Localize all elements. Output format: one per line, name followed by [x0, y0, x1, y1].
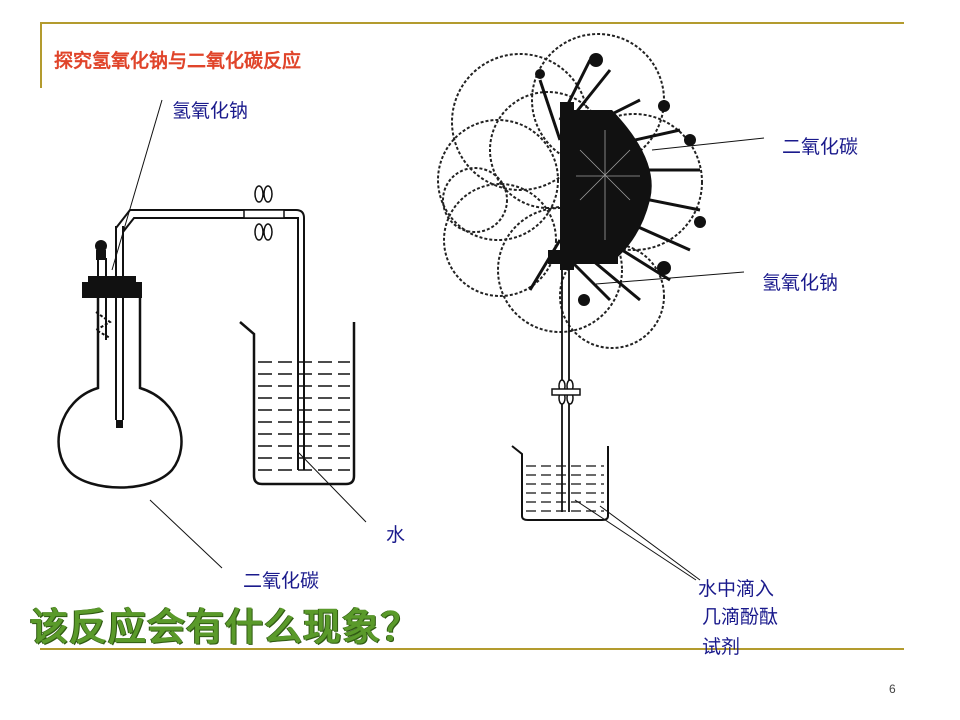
label-naoh-right: 氢氧化钠 — [762, 272, 839, 294]
label-co2-left: 二氧化碳 — [243, 570, 320, 592]
top-rule — [40, 22, 904, 24]
right-clamp — [551, 379, 581, 405]
slide-title: 探究氢氧化钠与二氧化碳反应 — [54, 50, 302, 72]
dropper — [93, 258, 112, 340]
label-water-left: 水 — [386, 524, 406, 546]
bottom-rule — [40, 648, 904, 650]
beaker-right — [511, 445, 609, 521]
page-number: 6 — [889, 682, 896, 696]
rubber-stopper — [82, 282, 142, 298]
beaker-left — [239, 321, 356, 486]
pinch-clamp — [243, 185, 285, 241]
label-co2-right: 二氧化碳 — [782, 136, 859, 158]
left-rule — [40, 22, 42, 88]
question-text: 该反应会有什么现象？ — [30, 605, 421, 649]
label-naoh-left: 氢氧化钠 — [172, 100, 249, 122]
rotating-stopper — [570, 110, 652, 262]
label-phenolphthalein-line2: 几滴酚酞 — [702, 606, 779, 628]
label-phenolphthalein-line3: 试剂 — [702, 636, 741, 658]
label-phenolphthalein-line1: 水中滴入 — [698, 578, 775, 600]
flask — [57, 298, 183, 489]
delivery-tube — [115, 209, 305, 470]
